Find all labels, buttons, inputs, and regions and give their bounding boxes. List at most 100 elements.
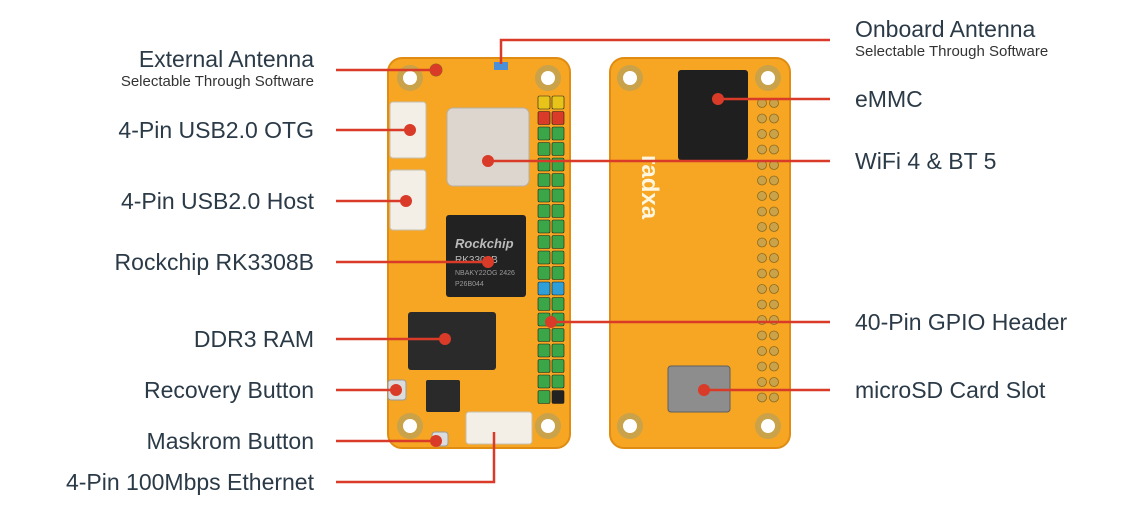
label-title: Recovery Button bbox=[143, 377, 314, 403]
front-mounting-holes bbox=[397, 65, 561, 439]
label-rockchip: Rockchip RK3308B bbox=[115, 249, 314, 275]
label-title: eMMC bbox=[855, 86, 923, 112]
gpio-pin bbox=[537, 188, 551, 203]
gpio-pin bbox=[537, 219, 551, 234]
gpio-pin bbox=[537, 359, 551, 373]
back-brand-text: radxa bbox=[636, 155, 663, 220]
gpio-pin bbox=[537, 95, 551, 110]
label-microsd: microSD Card Slot bbox=[855, 377, 1045, 403]
gpio-pin bbox=[551, 219, 565, 234]
label-title: 4-Pin USB2.0 Host bbox=[120, 188, 314, 214]
label-title: 4-Pin USB2.0 OTG bbox=[118, 117, 314, 143]
gpio-pad bbox=[769, 222, 779, 232]
label-external-antenna: External Antenna Selectable Through Soft… bbox=[121, 46, 314, 92]
gpio-pin bbox=[551, 95, 565, 110]
leader-dots bbox=[390, 64, 724, 447]
soc-line3-text: P26B044 bbox=[455, 281, 484, 288]
gpio-pin bbox=[537, 343, 551, 358]
gpio-pin bbox=[537, 328, 551, 342]
gpio-pin bbox=[537, 235, 551, 249]
gpio-pin bbox=[537, 374, 551, 389]
gpio-pad bbox=[757, 299, 767, 310]
gpio-pad bbox=[769, 175, 779, 186]
gpio-pin bbox=[537, 297, 551, 311]
gpio-pin bbox=[551, 343, 565, 358]
soc-model-text: RK3308B bbox=[455, 255, 498, 266]
back-mounting-holes bbox=[617, 65, 781, 439]
gpio-pad bbox=[769, 206, 779, 217]
gpio-pad bbox=[757, 253, 767, 263]
gpio-pad bbox=[769, 361, 779, 372]
gpio-pin bbox=[551, 173, 565, 187]
label-title: 4-Pin 100Mbps Ethernet bbox=[65, 469, 314, 495]
gpio-pad bbox=[757, 284, 767, 294]
label-title: DDR3 RAM bbox=[193, 326, 314, 352]
gpio-pad bbox=[769, 144, 779, 155]
gpio-pin bbox=[537, 173, 551, 187]
back-board: radxa bbox=[609, 57, 791, 449]
emmc-chip bbox=[678, 70, 748, 160]
soc-line2-text: NBAKY22OG 2426 bbox=[455, 270, 515, 277]
label-usb-host: 4-Pin USB2.0 Host bbox=[121, 188, 314, 214]
gpio-pin bbox=[537, 204, 551, 218]
label-emmc: eMMC bbox=[855, 86, 923, 112]
ethernet-phy-chip bbox=[426, 380, 460, 412]
gpio-pin bbox=[551, 390, 565, 404]
gpio-pad bbox=[769, 237, 779, 248]
gpio-pin bbox=[551, 188, 565, 203]
ethernet-connector bbox=[465, 411, 533, 445]
label-wifi: WiFi 4 & BT 5 bbox=[855, 148, 996, 174]
label-title: Rockchip RK3308B bbox=[114, 249, 314, 275]
wifi-module bbox=[446, 107, 530, 187]
label-title: 40-Pin GPIO Header bbox=[855, 309, 1068, 335]
gpio-pad bbox=[757, 129, 767, 139]
label-ethernet: 4-Pin 100Mbps Ethernet bbox=[66, 469, 314, 495]
gpio-pad bbox=[757, 144, 767, 155]
back-gpio-pads bbox=[757, 98, 779, 403]
gpio-pin bbox=[551, 281, 565, 296]
gpio-pad bbox=[757, 191, 767, 201]
gpio-pad bbox=[757, 392, 767, 403]
gpio-pad bbox=[757, 206, 767, 217]
gpio-pin bbox=[551, 297, 565, 311]
gpio-pad bbox=[769, 191, 779, 201]
front-gpio-header bbox=[537, 95, 565, 404]
gpio-pin bbox=[551, 204, 565, 218]
gpio-pin bbox=[551, 126, 565, 141]
label-ddr3: DDR3 RAM bbox=[194, 326, 314, 352]
gpio-pin bbox=[537, 281, 551, 296]
gpio-pin bbox=[551, 328, 565, 342]
gpio-pin bbox=[537, 390, 551, 404]
gpio-pin bbox=[551, 142, 565, 156]
label-usb-otg: 4-Pin USB2.0 OTG bbox=[118, 117, 314, 143]
gpio-pad bbox=[757, 377, 767, 387]
label-title: External Antenna bbox=[138, 46, 314, 72]
label-recovery: Recovery Button bbox=[144, 377, 314, 403]
label-subtitle: Selectable Through Software bbox=[855, 43, 1049, 60]
gpio-pad bbox=[757, 268, 767, 279]
gpio-pin bbox=[537, 126, 551, 141]
gpio-pad bbox=[757, 361, 767, 372]
gpio-pad bbox=[769, 346, 779, 356]
label-title: WiFi 4 & BT 5 bbox=[855, 148, 997, 174]
soc-chip bbox=[446, 215, 526, 297]
gpio-pad bbox=[769, 330, 779, 341]
label-title: Onboard Antenna bbox=[855, 16, 1036, 42]
gpio-pad bbox=[757, 237, 767, 248]
gpio-pad bbox=[757, 330, 767, 341]
gpio-pad bbox=[757, 175, 767, 186]
leader-onboard-antenna bbox=[499, 38, 830, 64]
gpio-pin bbox=[537, 266, 551, 280]
label-maskrom: Maskrom Button bbox=[147, 428, 314, 454]
soc-brand-text: Rockchip bbox=[455, 236, 514, 251]
leader-ethernet bbox=[336, 432, 496, 484]
gpio-pin bbox=[551, 359, 565, 373]
gpio-pin bbox=[551, 374, 565, 389]
gpio-pad bbox=[769, 129, 779, 139]
gpio-pad bbox=[769, 113, 779, 124]
gpio-pin bbox=[551, 235, 565, 249]
label-subtitle: Selectable Through Software bbox=[120, 73, 314, 90]
gpio-pin bbox=[551, 250, 565, 265]
gpio-pin bbox=[537, 250, 551, 265]
